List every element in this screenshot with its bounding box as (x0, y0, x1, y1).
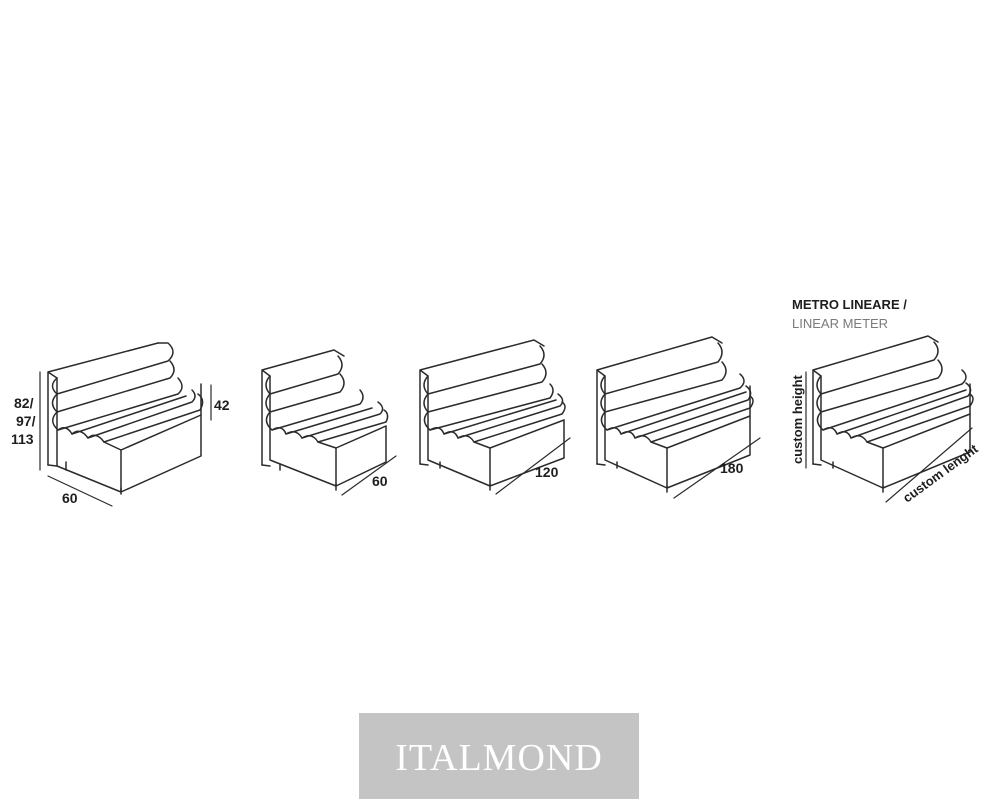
linear-meter-title: METRO LINEARE / (792, 297, 907, 312)
corner-height-line-3: 113 (11, 431, 34, 447)
corner-seat-module (39, 342, 212, 507)
corner-height-line-2: 97/ (16, 413, 36, 429)
linear-meter-module (805, 335, 974, 503)
single-seat-module (261, 349, 397, 496)
brand-logo-text: ITALMOND (395, 737, 603, 779)
linear-meter-subtitle: LINEAR METER (792, 316, 888, 331)
single-width-label: 60 (372, 473, 388, 489)
brand-logo: ITALMOND (359, 713, 639, 799)
corner-seat-height-label: 42 (214, 397, 230, 413)
custom-length-label: custom lenght (900, 441, 981, 506)
triple-width-label: 180 (720, 460, 744, 476)
double-width-label: 120 (535, 464, 559, 480)
corner-depth-label: 60 (62, 490, 78, 506)
two-seater-module (419, 339, 571, 495)
three-seater-module (596, 336, 761, 499)
custom-height-label: custom height (790, 374, 805, 464)
corner-height-line-1: 82/ (14, 395, 34, 411)
